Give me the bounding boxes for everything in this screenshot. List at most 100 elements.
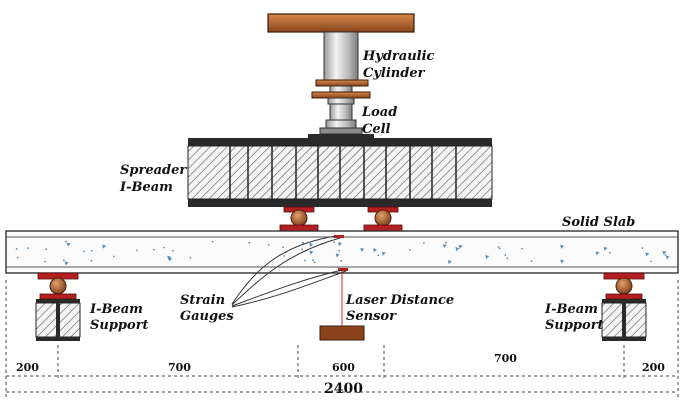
label-load-cell-2: Cell [362,122,391,137]
aggregate-speck [301,248,303,251]
aggregate-speck [497,245,500,248]
aggregate-speck [662,250,667,255]
aggregate-speck [338,242,343,247]
aggregate-speck [560,259,565,264]
aggregate-speck [309,242,314,247]
dimension-700-right: 700 [494,352,517,365]
aggregate-speck [248,241,251,244]
aggregate-speck [360,247,365,252]
dimension-600: 600 [332,361,355,374]
aggregate-speck [304,259,306,262]
aggregate-speck [45,248,48,251]
aggregate-speck [65,240,67,243]
aggregate-speck [27,247,29,250]
aggregate-speck [485,255,490,260]
aggregate-speck [267,244,270,246]
aggregate-speck [90,259,93,262]
aggregate-speck [172,249,174,252]
load-cell [308,103,374,138]
aggregate-speck [168,257,173,262]
aggregate-speck [455,247,460,252]
i-beam-support-right [601,272,647,341]
aggregate-speck [422,241,425,244]
solid-slab [5,230,679,274]
aggregate-speck [338,249,341,252]
label-support-left-1: I-Beam [89,302,143,317]
aggregate-speck [312,259,315,262]
aggregate-speck [64,261,69,266]
aggregate-speck [90,249,93,252]
aggregate-speck [301,241,304,244]
label-hydraulic-1: Hydraulic [362,49,435,64]
hydraulic-cylinder [267,13,415,105]
aggregate-speck [641,247,644,250]
aggregate-speck [645,252,650,257]
aggregate-speck [595,251,600,256]
aggregate-speck [665,255,670,260]
slab-aggregate [15,240,670,266]
label-support-right-1: I-Beam [544,302,598,317]
i-beam-support-left [35,272,81,341]
aggregate-speck [521,247,523,250]
aggregate-speck [373,248,378,253]
aggregate-speck [62,259,65,262]
dimension-lines [5,280,679,398]
label-support-left-2: Support [90,318,149,333]
label-spreader-2: I-Beam [119,180,173,195]
aggregate-speck [333,241,336,244]
aggregate-speck [163,246,165,249]
loading-point-right [363,206,403,232]
aggregate-speck [309,250,314,255]
aggregate-speck [340,260,343,262]
label-strain-2: Gauges [180,309,234,324]
aggregate-speck [650,260,653,263]
dimension-200-right: 200 [642,361,665,374]
aggregate-speck [83,250,85,253]
aggregate-speck [211,240,214,243]
aggregate-speck [282,246,285,249]
laser-distance-sensor [319,271,365,341]
label-laser-1: Laser Distance [345,293,454,308]
loading-point-left [279,206,319,232]
label-hydraulic-2: Cylinder [363,66,426,81]
aggregate-speck [113,255,115,258]
label-load-cell-1: Load [361,105,397,120]
label-spreader-1: Spreader [120,163,187,178]
aggregate-speck [609,251,611,254]
aggregate-speck [458,244,463,249]
strain-gauges [231,235,348,308]
aggregate-speck [15,248,18,250]
aggregate-speck [283,255,285,257]
aggregate-speck [664,254,667,256]
aggregate-speck [442,243,447,248]
label-support-right-2: Support [545,318,604,333]
aggregate-speck [313,261,316,264]
aggregate-speck [135,249,138,252]
aggregate-speck [189,256,192,259]
dimension-200-left: 200 [16,361,39,374]
aggregate-speck [102,244,107,249]
label-laser-2: Sensor [346,309,397,324]
aggregate-speck [498,247,501,250]
dimension-total: 2400 [324,381,363,397]
aggregate-speck [506,257,509,260]
dimension-700-left: 700 [168,361,191,374]
aggregate-speck [377,254,380,257]
aggregate-speck [153,248,155,251]
aggregate-speck [16,256,19,259]
aggregate-speck [447,260,452,265]
aggregate-speck [504,254,507,256]
aggregate-speck [44,260,46,263]
aggregate-speck [335,253,340,258]
spreader-i-beam [187,138,493,207]
label-strain-1: Strain [180,293,225,308]
aggregate-speck [66,242,71,247]
aggregate-speck [530,260,533,263]
aggregate-speck [381,251,386,256]
aggregate-speck [409,248,411,251]
label-solid-slab: Solid Slab [562,215,635,230]
aggregate-speck [603,246,608,251]
aggregate-speck [560,244,565,249]
